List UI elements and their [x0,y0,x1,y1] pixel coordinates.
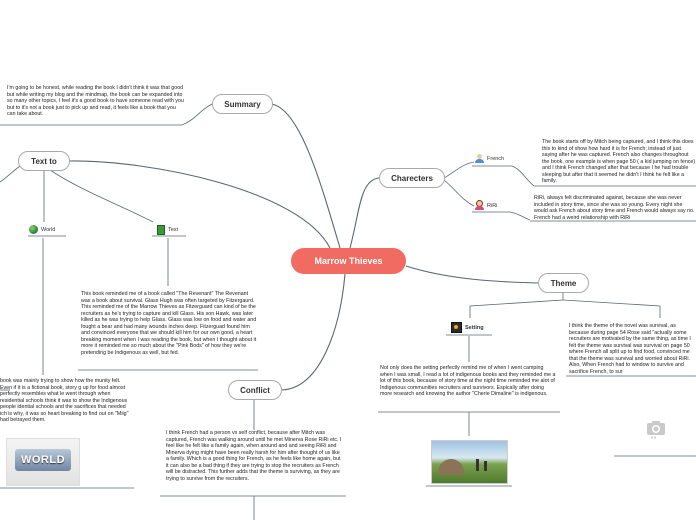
topic-summary[interactable]: Summary [212,94,273,114]
person-silhouette [476,459,479,471]
topic-conflict[interactable]: Conflict [228,380,282,400]
subtopic-setting-label: Setting [465,324,484,331]
subtopic-riri[interactable]: RiRi [475,201,497,210]
world-logo: WORLD [15,449,71,471]
note-theme: I think the theme of the novel was survi… [569,323,691,375]
note-conflict: I think French had a person vs self conf… [166,430,342,482]
camera-icon [646,419,666,439]
topic-summary-label: Summary [224,99,261,109]
topic-conflict-label: Conflict [240,385,270,395]
topic-charecters-label: Charecters [391,173,433,183]
topic-text-to-label: Text to [31,156,57,166]
note-summary: I'm going to be honest, while reading th… [7,85,184,117]
connector-text-to [69,160,331,249]
subtopic-text[interactable]: Text [157,225,178,235]
topic-theme-label: Theme [550,278,577,288]
book-icon [157,225,165,235]
tent-shape [438,459,464,475]
camping-photo [431,440,508,484]
subtopic-world[interactable]: World [29,225,55,234]
female-person-icon [475,201,484,210]
connector-conflict [281,273,346,391]
male-person-icon [475,154,484,163]
note-text: This book reminded me of a book called "… [81,291,257,356]
globe-icon [29,225,38,234]
world-image: WORLD [6,438,80,486]
note-french: The book starts off by Mitch being captu… [542,139,696,184]
note-setting: Not only does the setting perfectly remi… [380,365,556,397]
central-topic-label: Marrow Thieves [314,256,383,266]
picture-icon [451,322,462,333]
subtopic-world-label: World [41,226,56,233]
note-riri: RiRi, always felt discriminated against,… [534,195,695,221]
subtopic-riri-label: RiRi [487,202,498,209]
note-world: book was mainly trying to show how the m… [0,378,129,423]
subtopic-french[interactable]: French [475,154,504,163]
topic-text-to[interactable]: Text to [18,151,70,171]
central-topic[interactable]: Marrow Thieves [291,248,406,274]
connector-summary [271,103,341,249]
connector-theme [405,265,539,284]
topic-charecters[interactable]: Charecters [379,168,445,188]
subtopic-text-label: Text [168,227,179,233]
person-silhouette [484,461,487,471]
subtopic-french-label: French [487,155,505,162]
topic-theme[interactable]: Theme [538,273,589,293]
subtopic-setting[interactable]: Setting [451,322,484,333]
connector-charecters [349,177,380,249]
